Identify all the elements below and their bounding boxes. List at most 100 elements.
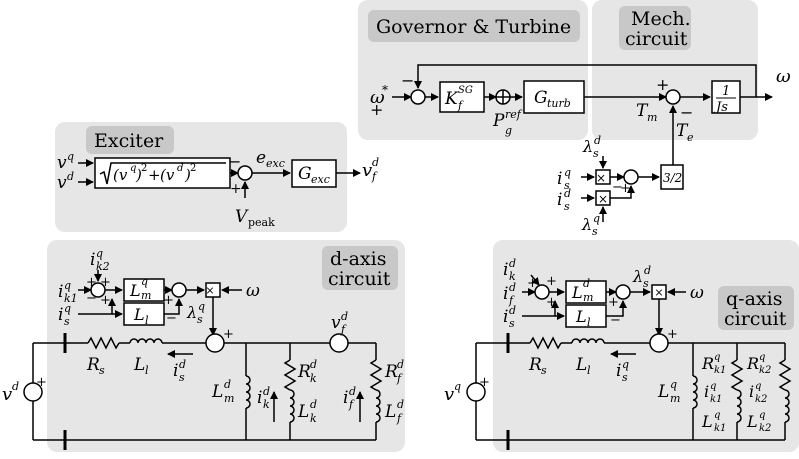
svg-text:q: q bbox=[64, 302, 71, 315]
svg-text:k1: k1 bbox=[64, 292, 78, 305]
svg-text:q: q bbox=[96, 247, 103, 260]
svg-text:peak: peak bbox=[248, 216, 275, 229]
exciter-labels: v q v d (v q ) 2 + (v d ) 2 − + V peak e… bbox=[57, 148, 379, 229]
torque-labels: × × λ d s i q s i d s λ q s + − 3/2 bbox=[557, 134, 682, 238]
svg-text:SG: SG bbox=[458, 85, 473, 96]
svg-text:2: 2 bbox=[141, 163, 147, 174]
svg-text:λ: λ bbox=[186, 303, 197, 322]
svg-text:d: d bbox=[509, 304, 516, 317]
svg-text:k2: k2 bbox=[759, 423, 771, 434]
exciter-title: Exciter bbox=[94, 130, 164, 152]
svg-text:L: L bbox=[575, 307, 587, 326]
svg-text:×: × bbox=[598, 192, 608, 206]
q-axis-block-labels: i d k i d f i d s + + + L d m L l + − × … bbox=[503, 257, 704, 330]
svg-text:i: i bbox=[257, 388, 262, 408]
svg-text:k: k bbox=[509, 270, 516, 283]
svg-text:v: v bbox=[2, 384, 12, 405]
svg-text:d: d bbox=[341, 310, 348, 323]
svg-text:exc: exc bbox=[266, 157, 285, 170]
svg-text:e: e bbox=[687, 131, 694, 144]
svg-text:R: R bbox=[297, 362, 311, 382]
svg-text:k1: k1 bbox=[714, 365, 726, 376]
svg-text:i: i bbox=[343, 388, 348, 408]
svg-text:i: i bbox=[503, 284, 508, 304]
mech-title-line2: circuit bbox=[625, 28, 688, 50]
svg-text:s: s bbox=[564, 200, 570, 213]
svg-text:R: R bbox=[701, 354, 714, 373]
svg-text:l: l bbox=[145, 364, 149, 377]
svg-text:s: s bbox=[179, 371, 185, 384]
svg-text:R: R bbox=[384, 362, 398, 382]
svg-text:ω: ω bbox=[690, 283, 704, 303]
svg-text:3/2: 3/2 bbox=[663, 171, 682, 185]
d-axis-block-labels: i q k2 i q k1 i q s + + − + L q m L l + … bbox=[58, 247, 260, 328]
svg-text:d: d bbox=[224, 378, 231, 391]
d-axis-title-bg bbox=[322, 246, 398, 290]
svg-text:m: m bbox=[670, 392, 680, 405]
q-axis-circuit bbox=[466, 333, 792, 450]
svg-text:λ: λ bbox=[581, 215, 592, 234]
svg-text:+: + bbox=[100, 275, 111, 290]
governor-labels: ω * + − K SG f P ref g G turb + − T m T … bbox=[370, 66, 791, 144]
svg-text:d: d bbox=[263, 385, 270, 398]
svg-text:d: d bbox=[644, 264, 651, 277]
svg-text:q: q bbox=[454, 380, 461, 393]
svg-text:q: q bbox=[130, 163, 136, 174]
svg-text:v: v bbox=[57, 153, 67, 173]
svg-text:+: + bbox=[86, 275, 97, 290]
svg-text:exc: exc bbox=[311, 173, 330, 186]
svg-text:s: s bbox=[64, 315, 70, 328]
svg-text:s: s bbox=[541, 364, 547, 377]
svg-text:+: + bbox=[620, 181, 631, 196]
d-axis-circuit bbox=[23, 333, 383, 450]
svg-text:−: − bbox=[86, 291, 97, 306]
svg-text:q: q bbox=[198, 300, 205, 313]
svg-text:i: i bbox=[749, 382, 754, 401]
d-axis-circuit-labels: v d + + R s L l i d s L d m i d k R d k … bbox=[2, 310, 404, 425]
svg-text:s: s bbox=[99, 364, 105, 377]
svg-text:k: k bbox=[310, 412, 317, 425]
svg-text:G: G bbox=[298, 164, 312, 184]
svg-text:q: q bbox=[670, 378, 677, 391]
svg-text:*: * bbox=[382, 83, 388, 97]
svg-text:ω: ω bbox=[776, 66, 791, 87]
svg-text:q: q bbox=[714, 352, 720, 363]
svg-text:+: + bbox=[546, 295, 557, 310]
svg-text:L: L bbox=[133, 305, 145, 324]
svg-text:g: g bbox=[505, 124, 512, 137]
svg-text:d: d bbox=[509, 257, 516, 270]
exciter-title-bg bbox=[86, 126, 174, 154]
svg-text:λ: λ bbox=[632, 267, 643, 286]
svg-text:i: i bbox=[173, 361, 178, 381]
svg-text:−: − bbox=[401, 71, 414, 90]
svg-text:d: d bbox=[509, 281, 516, 294]
governor-diagram bbox=[392, 64, 773, 159]
svg-text:f: f bbox=[508, 294, 515, 307]
svg-text:f: f bbox=[396, 412, 403, 425]
svg-text:i: i bbox=[503, 307, 508, 327]
svg-text:): ) bbox=[135, 166, 142, 184]
svg-text:q: q bbox=[141, 275, 148, 288]
svg-text:f: f bbox=[371, 170, 378, 183]
svg-text:d: d bbox=[310, 358, 317, 371]
svg-text:P: P bbox=[492, 111, 505, 131]
svg-text:k2: k2 bbox=[759, 365, 771, 376]
svg-text:d: d bbox=[179, 358, 186, 371]
svg-text:s: s bbox=[564, 179, 570, 192]
svg-text:+: + bbox=[223, 327, 234, 342]
svg-text:T: T bbox=[636, 101, 649, 121]
svg-text:+: + bbox=[100, 293, 111, 308]
svg-text:−: − bbox=[612, 180, 623, 195]
svg-text:G: G bbox=[534, 88, 548, 108]
svg-text:d: d bbox=[397, 398, 404, 411]
svg-text:d: d bbox=[67, 170, 74, 183]
svg-text:R: R bbox=[528, 355, 542, 375]
mech-title-bg bbox=[619, 6, 691, 50]
svg-text:L: L bbox=[297, 402, 309, 422]
svg-text:m: m bbox=[647, 111, 657, 124]
svg-text:i: i bbox=[557, 169, 562, 189]
svg-text:q: q bbox=[759, 410, 765, 421]
svg-text:d: d bbox=[177, 163, 183, 174]
svg-text:L: L bbox=[129, 281, 141, 300]
